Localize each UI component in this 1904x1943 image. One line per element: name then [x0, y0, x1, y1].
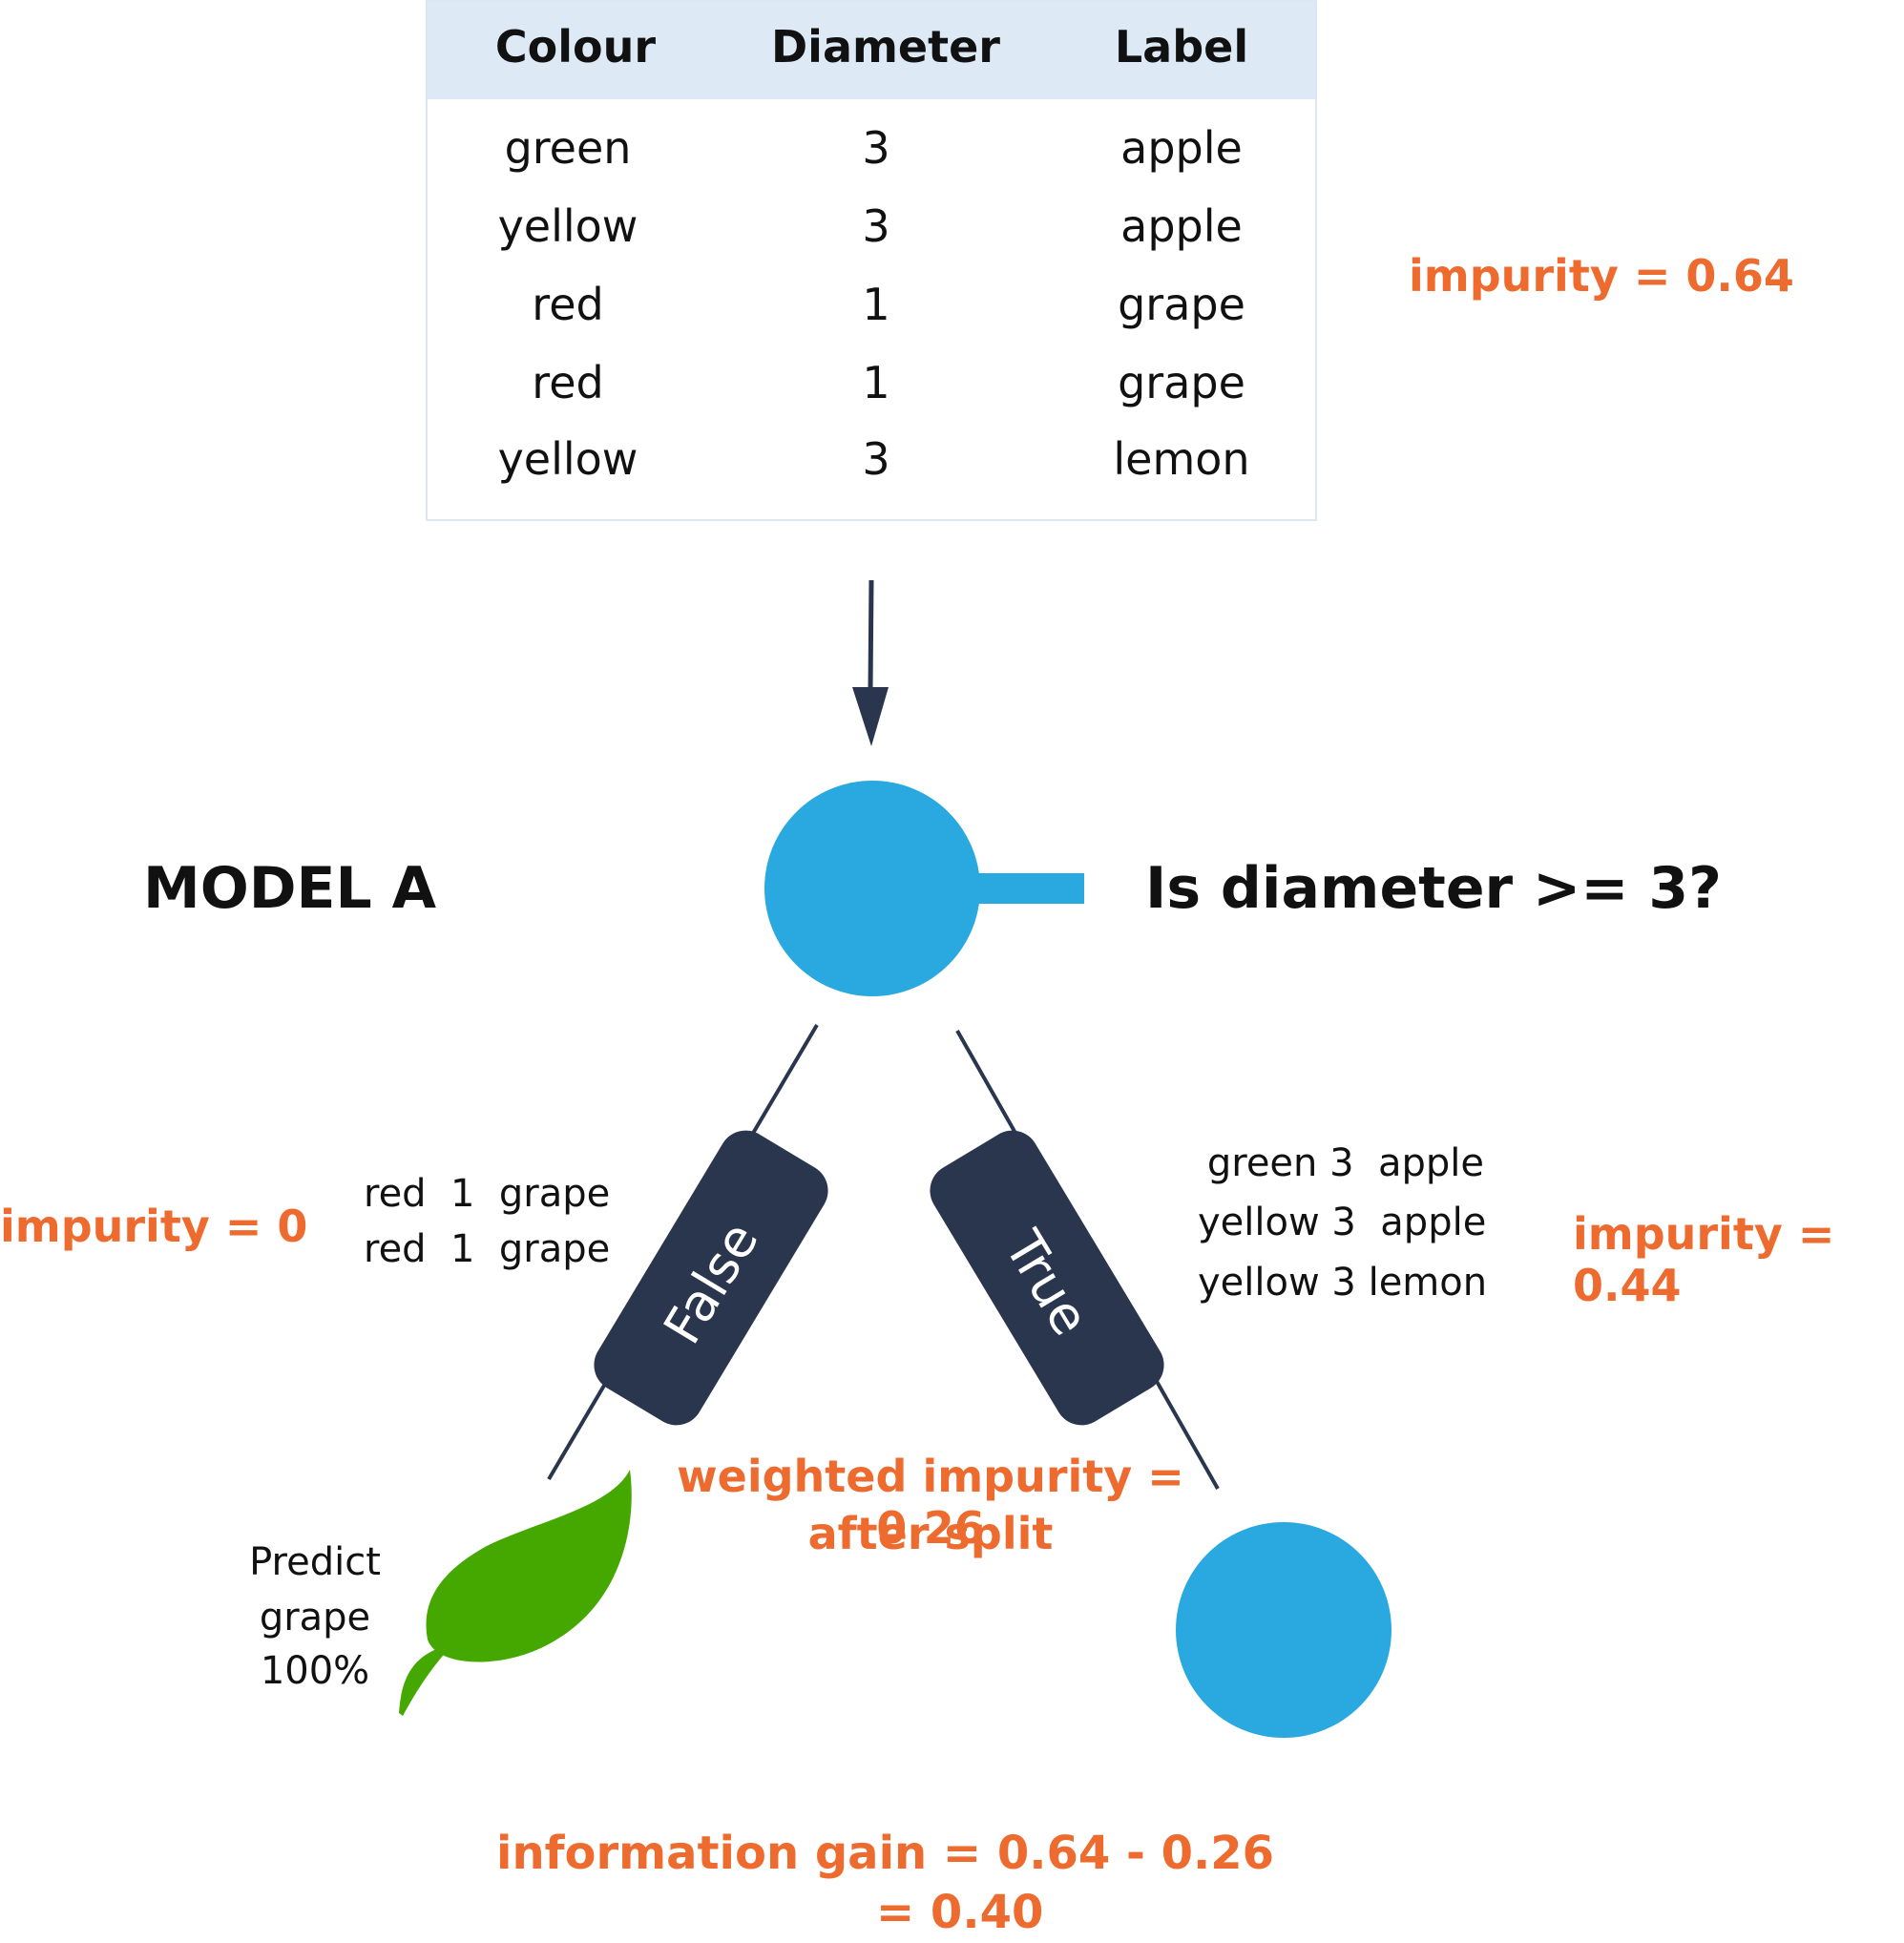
data-table: Colour Diameter Label green 3 apple yell…: [426, 0, 1317, 521]
information-gain-line2: = 0.40: [876, 1886, 1044, 1939]
cell-diameter: 1: [862, 357, 890, 408]
cell-diameter: 3: [862, 433, 890, 485]
model-label: MODEL A: [143, 855, 437, 922]
cell-label: grape: [1118, 279, 1245, 330]
leaf-icon: [399, 1470, 632, 1716]
cell-colour: yellow: [497, 433, 638, 485]
column-header-label: Label: [1114, 21, 1249, 73]
table-header: Colour Diameter Label: [428, 2, 1315, 99]
weighted-impurity-line2: after split: [807, 1508, 1054, 1559]
column-header-diameter: Diameter: [771, 21, 1000, 73]
cell-diameter: 1: [862, 279, 890, 330]
root-node: [764, 781, 1084, 996]
leaf-predict-label: Predict: [249, 1540, 381, 1584]
split-question: Is diameter >= 3?: [1145, 855, 1722, 922]
cell-colour: yellow: [497, 200, 638, 252]
root-impurity: impurity = 0.64: [1409, 250, 1794, 302]
true-branch-tag: [930, 1130, 1164, 1426]
left-impurity: impurity = 0: [0, 1201, 308, 1252]
weighted-impurity-line1: weighted impurity = 0.26: [677, 1451, 1184, 1554]
right-child-node: [1176, 1522, 1391, 1738]
cell-diameter: 3: [862, 122, 890, 174]
cell-colour: green: [504, 122, 632, 174]
information-gain-line1: information gain = 0.64 - 0.26: [496, 1827, 1275, 1880]
cell-diameter: 3: [862, 200, 890, 252]
cell-label: grape: [1118, 357, 1245, 408]
false-branch-tag: [594, 1130, 828, 1426]
cell-label: apple: [1120, 122, 1243, 174]
leaf-predict-confidence: 100%: [260, 1649, 370, 1693]
leaf-predict-class: grape: [259, 1596, 371, 1640]
column-header-colour: Colour: [494, 21, 657, 73]
cell-colour: red: [532, 279, 604, 330]
right-subset-row: green 3 apple: [1206, 1141, 1484, 1185]
left-subset-row: red 1 grape: [364, 1172, 611, 1216]
right-subset-row: yellow 3 apple: [1198, 1201, 1487, 1244]
cell-label: lemon: [1113, 433, 1250, 485]
right-impurity: impurity = 0.44: [1573, 1208, 1835, 1311]
left-subset-row: red 1 grape: [364, 1227, 611, 1271]
down-arrow-icon: [852, 579, 889, 746]
cell-label: apple: [1120, 200, 1243, 252]
right-subset-row: yellow 3 lemon: [1198, 1261, 1488, 1305]
cell-colour: red: [532, 357, 604, 408]
